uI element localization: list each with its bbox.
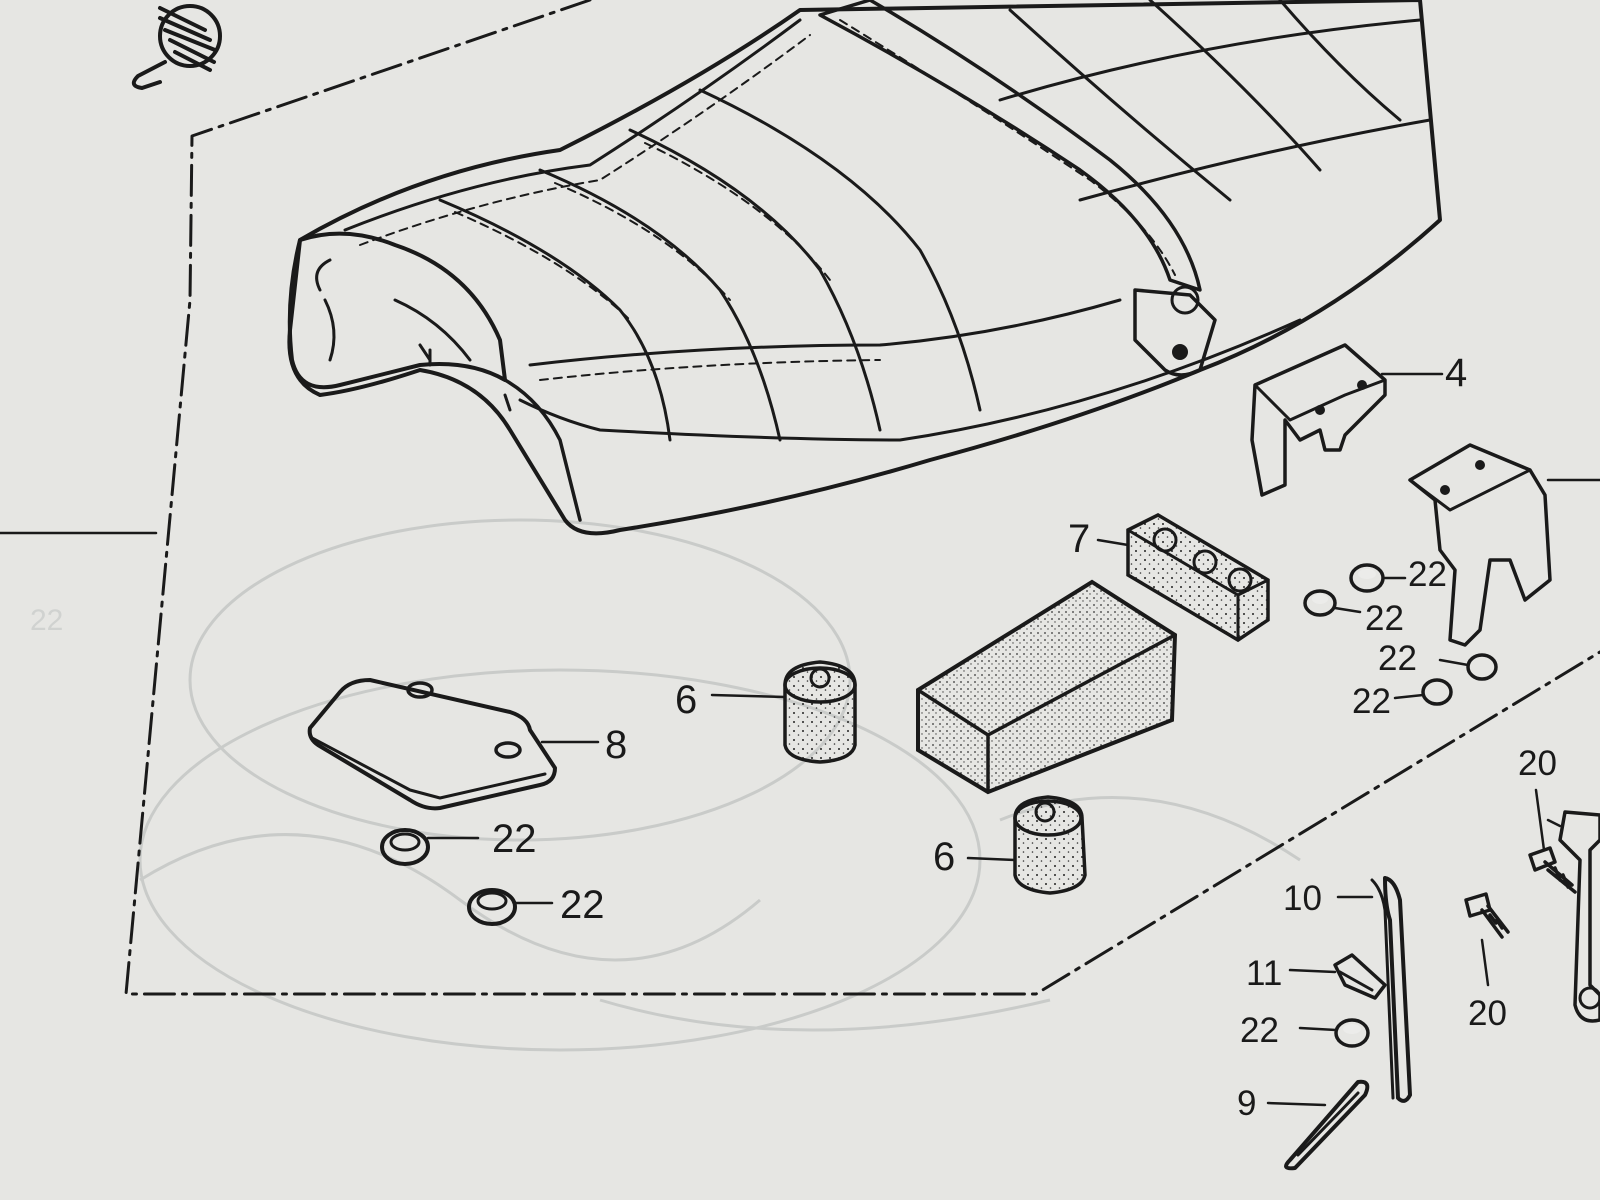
label-part-22-d: 22 bbox=[1365, 599, 1404, 638]
grommet-part-22-b bbox=[467, 888, 554, 926]
band-part-9 bbox=[1266, 1079, 1370, 1171]
bracket-right bbox=[1408, 443, 1600, 647]
label-part-6-upper: 6 bbox=[675, 678, 697, 722]
part-labels: 4 7 6 6 8 22 22 22 22 22 22 22 20 20 10 … bbox=[492, 351, 1557, 1123]
plate-part-8 bbox=[307, 678, 600, 811]
clip-part-11 bbox=[1288, 953, 1387, 1000]
label-part-22-b: 22 bbox=[560, 883, 605, 927]
svg-text:22: 22 bbox=[30, 604, 63, 637]
label-part-20-a: 20 bbox=[1518, 744, 1557, 783]
grommet-part-22-f bbox=[1393, 678, 1453, 706]
label-part-6-lower: 6 bbox=[933, 835, 955, 879]
label-part-9: 9 bbox=[1237, 1084, 1256, 1123]
grommet-part-22-e bbox=[1438, 653, 1498, 681]
label-part-10: 10 bbox=[1283, 879, 1322, 918]
rod-part-10 bbox=[1336, 876, 1412, 1103]
grommet-part-22-d bbox=[1303, 589, 1362, 617]
label-part-22-f: 22 bbox=[1352, 682, 1391, 721]
cushion-part-6-upper bbox=[710, 660, 857, 764]
bolt-part-20-b bbox=[1464, 892, 1510, 987]
spring-part bbox=[131, 4, 222, 90]
label-part-20-b: 20 bbox=[1468, 994, 1507, 1033]
seat-assembly bbox=[287, 0, 1442, 536]
stay-arm-right bbox=[1546, 810, 1600, 1023]
grommet-part-22-c bbox=[1349, 563, 1407, 593]
label-part-22-g: 22 bbox=[1240, 1011, 1279, 1050]
grommet-part-22-a bbox=[380, 828, 480, 866]
label-part-11: 11 bbox=[1246, 954, 1282, 993]
label-part-7: 7 bbox=[1068, 517, 1090, 561]
bolt-part-20-a bbox=[1528, 788, 1577, 894]
bleed-through-print: 22 bbox=[30, 518, 1301, 1052]
cushion-part-6-lower bbox=[966, 795, 1087, 895]
grommet-part-22-g bbox=[1298, 1018, 1370, 1048]
label-part-22-a: 22 bbox=[492, 817, 537, 861]
label-part-22-e: 22 bbox=[1378, 639, 1417, 678]
label-part-8: 8 bbox=[605, 723, 627, 767]
bracket-part-4 bbox=[1250, 343, 1444, 497]
section-border bbox=[0, 0, 1600, 996]
label-part-4: 4 bbox=[1445, 351, 1467, 395]
label-part-22-c: 22 bbox=[1408, 555, 1447, 594]
foam-pad bbox=[916, 579, 1178, 795]
rubber-block-part-7 bbox=[1096, 513, 1270, 643]
